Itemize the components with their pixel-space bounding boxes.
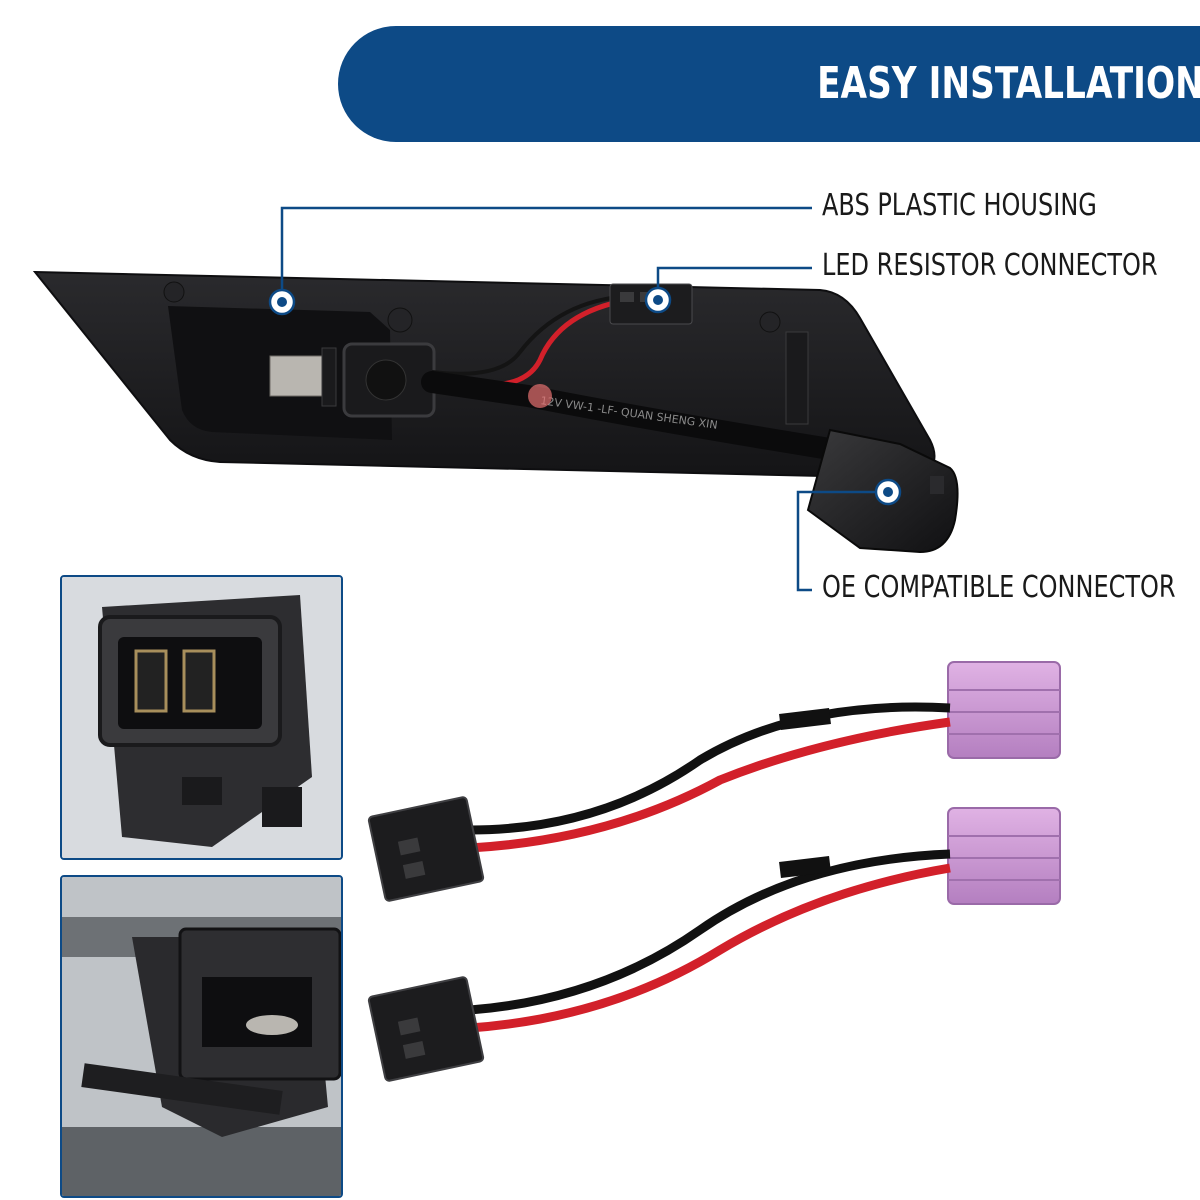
- inset-installed-closeup: [60, 875, 343, 1198]
- header-banner: EASY INSTALLATION: [338, 26, 1200, 142]
- inset-connector-closeup: [60, 575, 343, 860]
- resistor-harness-1: [367, 661, 1061, 902]
- banner-title: EASY INSTALLATION: [817, 58, 1200, 109]
- callout-abs-plastic-housing: ABS PLASTIC HOUSING: [822, 188, 1097, 223]
- resistor-harness-2: [367, 807, 1061, 1082]
- callout-oe-compatible-connector: OE COMPATIBLE CONNECTOR: [822, 570, 1176, 605]
- callout-led-resistor-connector: LED RESISTOR CONNECTOR: [822, 248, 1158, 283]
